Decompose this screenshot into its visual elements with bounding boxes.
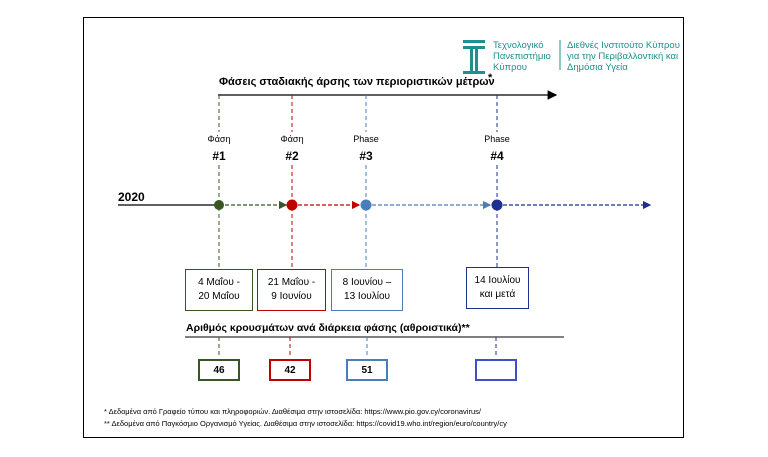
phase-1-dates: 4 Μαΐου -20 Μαΐου xyxy=(185,269,253,311)
diagram-title: Φάσεις σταδιακής άρσης των περιοριστικών… xyxy=(219,76,495,88)
phase-1-marker xyxy=(214,200,224,210)
phase-2-dates: 21 Μαΐου -9 Ιουνίου xyxy=(257,269,326,311)
phase-3-marker xyxy=(360,199,372,211)
phase-4-cases xyxy=(475,359,517,381)
phase-3-label: Phase xyxy=(353,134,379,144)
phase-2-label: Φάση xyxy=(280,134,304,144)
phase-1-cases: 46 xyxy=(198,359,240,381)
phase-1-label: Φάση xyxy=(207,134,231,144)
phase-2-marker xyxy=(286,199,298,211)
figure-frame xyxy=(83,17,684,438)
phase-2-number: #2 xyxy=(285,149,299,163)
phase-3-dates: 8 Ιουνίου –13 Ιουλίου xyxy=(331,269,403,311)
university-logo-icon xyxy=(463,40,485,74)
phase-2-cases: 42 xyxy=(269,359,311,381)
logo-university-name: Τεχνολογικό Πανεπιστήμιο Κύπρου xyxy=(493,40,551,73)
footnote-2: ** Δεδομένα από Παγκόσμιο Οργανισμό Υγεί… xyxy=(104,419,507,428)
phase-3-number: #3 xyxy=(359,149,373,163)
logo-institute-name: Διεθνές Ινστιτούτο Κύπρου για την Περιβα… xyxy=(567,40,680,73)
year-label: 2020 xyxy=(118,190,145,204)
phase-4-number: #4 xyxy=(490,149,504,163)
footnote-1: * Δεδομένα από Γραφείο τύπου και πληροφο… xyxy=(104,407,481,416)
phase-4-marker xyxy=(491,199,503,211)
cases-title: Αριθμός κρουσμάτων ανά διάρκεια φάσης (α… xyxy=(186,322,470,334)
phase-4-label: Phase xyxy=(484,134,510,144)
phase-1-number: #1 xyxy=(212,149,226,163)
title-footnote-mark: * xyxy=(488,72,493,84)
phase-3-cases: 51 xyxy=(346,359,388,381)
